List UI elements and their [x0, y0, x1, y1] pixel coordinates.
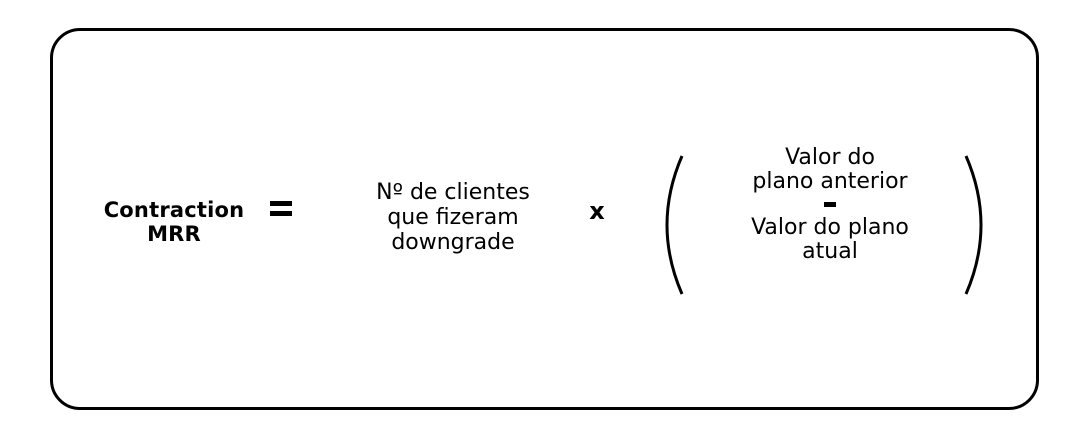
multiply-sign: x — [589, 197, 605, 225]
count-line-1: Nº de clientes — [376, 180, 530, 205]
right-parenthesis-icon — [964, 155, 983, 295]
lhs-line-2: MRR — [147, 222, 201, 246]
formula-lhs: Contraction MRR — [86, 198, 262, 246]
left-parenthesis-icon — [665, 155, 684, 295]
plan-difference-term: Valor do plano anterior Valor do plano a… — [700, 146, 960, 264]
previous-plan-line-1: Valor do — [785, 145, 875, 170]
count-line-2: que fizeram — [387, 205, 519, 230]
downgrade-count-term: Nº de clientes que fizeram downgrade — [340, 180, 566, 255]
equals-bar-bottom — [270, 211, 292, 216]
current-plan-line-2: atual — [802, 239, 858, 264]
count-line-3: downgrade — [391, 230, 515, 255]
minus-sign — [824, 202, 836, 207]
current-plan-line-1: Valor do plano — [751, 215, 909, 240]
equals-sign — [270, 199, 296, 219]
previous-plan-line-2: plano anterior — [752, 169, 908, 194]
formula-card — [50, 28, 1039, 410]
lhs-line-1: Contraction — [103, 198, 245, 222]
equals-bar-top — [270, 201, 292, 206]
